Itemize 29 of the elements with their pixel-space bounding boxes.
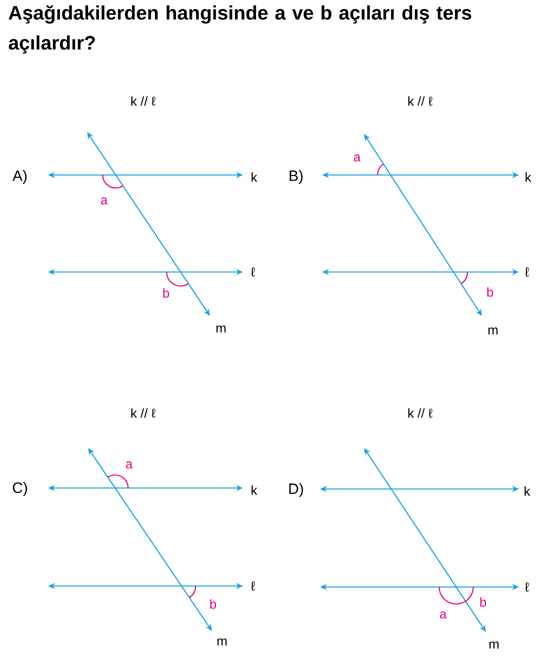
line-label: ℓ	[525, 582, 529, 592]
option-letter: A)	[12, 170, 27, 184]
angle-label: a	[100, 197, 108, 205]
angle-label: a	[440, 611, 447, 619]
option-letter: D)	[289, 483, 303, 497]
parallel-note: k // ℓ	[131, 96, 156, 106]
option-letter: C)	[12, 482, 27, 496]
line-label: ℓ	[251, 581, 255, 591]
line-label: m	[488, 328, 498, 334]
line-label: k	[524, 486, 530, 496]
angle-label: a	[354, 154, 361, 162]
line-label: m	[217, 638, 227, 646]
angle-label: b	[487, 287, 494, 297]
line-label: m	[489, 642, 499, 648]
line-label: m	[216, 326, 226, 332]
title: Aşağıdakilerden hangisinde a ve b açıları dış ters açılardır?	[8, 5, 472, 54]
line-label: k	[252, 172, 258, 182]
parallel-note: k // ℓ	[408, 408, 432, 418]
line-label: k	[252, 485, 258, 495]
parallel-note: k // ℓ	[131, 408, 156, 418]
angle-label: b	[480, 597, 486, 607]
line-label: k	[526, 172, 532, 182]
option-letter: B)	[290, 170, 303, 184]
angle-label: a	[126, 461, 133, 469]
line-label: ℓ	[251, 267, 255, 277]
line-label: ℓ	[525, 267, 529, 277]
parallel-note: k // ℓ	[408, 96, 432, 106]
angle-label: b	[210, 599, 216, 609]
angle-label: b	[163, 288, 170, 298]
